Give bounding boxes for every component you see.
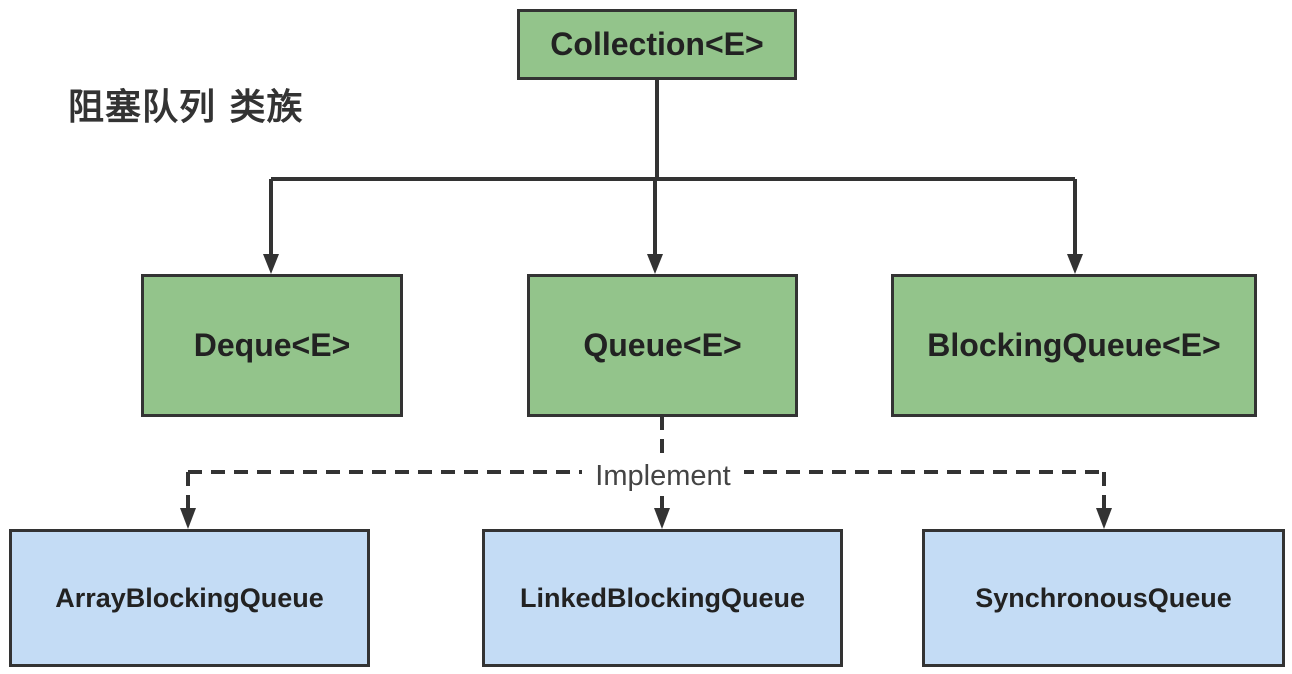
node-collection: Collection<E> [517, 9, 797, 80]
node-arrayblockingqueue: ArrayBlockingQueue [9, 529, 370, 667]
node-synchronousqueue: SynchronousQueue [922, 529, 1285, 667]
arrowhead-queue [647, 254, 663, 274]
node-blockingqueue: BlockingQueue<E> [891, 274, 1257, 417]
diagram-title: 阻塞队列 类族 [68, 87, 304, 128]
node-linkedblockingqueue: LinkedBlockingQueue [482, 529, 843, 667]
arrowhead-deque [263, 254, 279, 274]
node-deque: Deque<E> [141, 274, 403, 417]
arrowhead-blockingqueue [1067, 254, 1083, 274]
inheritance-arrowheads [263, 254, 1083, 274]
implement-arrowheads [180, 508, 1112, 529]
arrowhead-arrayblockingqueue [180, 508, 196, 529]
inheritance-connectors [269, 80, 1077, 262]
implement-label: Implement [582, 456, 744, 496]
arrowhead-synchronousqueue [1096, 508, 1112, 529]
node-queue: Queue<E> [527, 274, 798, 417]
arrowhead-linkedblockingqueue [654, 508, 670, 529]
